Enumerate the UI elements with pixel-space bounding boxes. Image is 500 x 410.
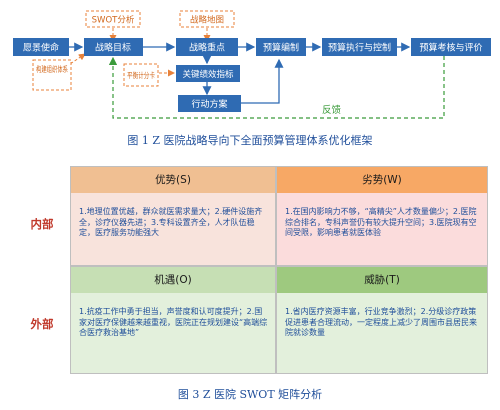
node-budget-assess-evaluate: 预算考核与评价 xyxy=(411,38,491,56)
svg-text:预算编制: 预算编制 xyxy=(263,42,299,54)
svg-text:预算执行与控制: 预算执行与控制 xyxy=(328,42,391,54)
quadrant-opportunities: 机遇(O) 1.抗疫工作中勇于担当，声誉度和认可度提升；2.国家对医疗保健越来越… xyxy=(70,266,276,374)
quadrant-weaknesses: 劣势(W) 1.在国内影响力不够，“高精尖”人才数量偏少；2.医院综合排名，专科… xyxy=(276,166,488,266)
row-label-internal: 内部 xyxy=(30,217,54,231)
tool-build-org-system: 构建组织体系 xyxy=(32,59,72,91)
quadrant-threats-text: 1.省内医疗资源丰富，行业竞争激烈；2.分级诊疗政策促进患者合理流动，一定程度上… xyxy=(277,293,487,373)
node-budget-execute-control: 预算执行与控制 xyxy=(322,38,397,56)
svg-text:愿景使命: 愿景使命 xyxy=(23,42,59,54)
quadrant-weaknesses-title: 劣势(W) xyxy=(277,167,487,193)
feedback-label: 反馈 xyxy=(322,104,342,116)
svg-text:战略目标: 战略目标 xyxy=(95,42,131,54)
svg-text:战略地图: 战略地图 xyxy=(190,15,224,26)
quadrant-strengths: 优势(S) 1.地理位置优越，群众就医需求量大；2.硬件设施齐全，诊疗仪器先进；… xyxy=(70,166,276,266)
node-budget-compile: 预算编制 xyxy=(256,38,306,56)
svg-text:战略重点: 战略重点 xyxy=(189,42,225,54)
node-kpi: 关键绩效指标 xyxy=(176,65,240,82)
quadrant-opportunities-text: 1.抗疫工作中勇于担当，声誉度和认可度提升；2.国家对医疗保健越来越重视，医院正… xyxy=(71,293,275,373)
row-label-external: 外部 xyxy=(30,317,54,331)
quadrant-threats: 威胁(T) 1.省内医疗资源丰富，行业竞争激烈；2.分级诊疗政策促进患者合理流动… xyxy=(276,266,488,374)
tool-strategy-map: 战略地图 xyxy=(179,10,235,28)
arrow-action-compile xyxy=(241,58,284,104)
svg-text:构建组织体系: 构建组织体系 xyxy=(36,64,68,74)
node-strategic-focus: 战略重点 xyxy=(176,38,238,56)
node-strategic-goal: 战略目标 xyxy=(84,38,143,56)
node-action-plan: 行动方案 xyxy=(178,95,241,112)
strategy-budget-framework-diagram: 反馈 SWOT分析 战略地图 构建组织体系 平衡计分卡 愿景使命 战略目标 战略… xyxy=(13,10,491,119)
svg-text:SWOT分析: SWOT分析 xyxy=(92,15,135,26)
quadrant-threats-title: 威胁(T) xyxy=(277,267,487,293)
figure3-caption: 图 3 Z 医院 SWOT 矩阵分析 xyxy=(177,388,323,401)
svg-text:行动方案: 行动方案 xyxy=(191,98,227,110)
quadrant-strengths-text: 1.地理位置优越，群众就医需求量大；2.硬件设施齐全，诊疗仪器先进；3.专科设置… xyxy=(71,193,275,265)
feedback-loop xyxy=(108,56,445,119)
quadrant-weaknesses-text: 1.在国内影响力不够，“高精尖”人才数量偏少；2.医院综合排名，专科声誉仍有较大… xyxy=(277,193,487,265)
quadrant-strengths-title: 优势(S) xyxy=(71,167,275,193)
tool-swot-analysis: SWOT分析 xyxy=(85,10,141,28)
svg-text:关键绩效指标: 关键绩效指标 xyxy=(182,69,234,80)
figure1-caption: 图 1 Z 医院战略导向下全面预算管理体系优化框架 xyxy=(127,134,373,147)
node-vision-mission: 愿景使命 xyxy=(13,38,69,56)
quadrant-opportunities-title: 机遇(O) xyxy=(71,267,275,293)
svg-text:平衡计分卡: 平衡计分卡 xyxy=(127,70,155,80)
swot-matrix: 内部 外部 优势(S) 1.地理位置优越，群众就医需求量大；2.硬件设施齐全，诊… xyxy=(20,166,488,374)
tool-balanced-scorecard: 平衡计分卡 xyxy=(123,63,159,87)
svg-text:预算考核与评价: 预算考核与评价 xyxy=(419,42,482,54)
